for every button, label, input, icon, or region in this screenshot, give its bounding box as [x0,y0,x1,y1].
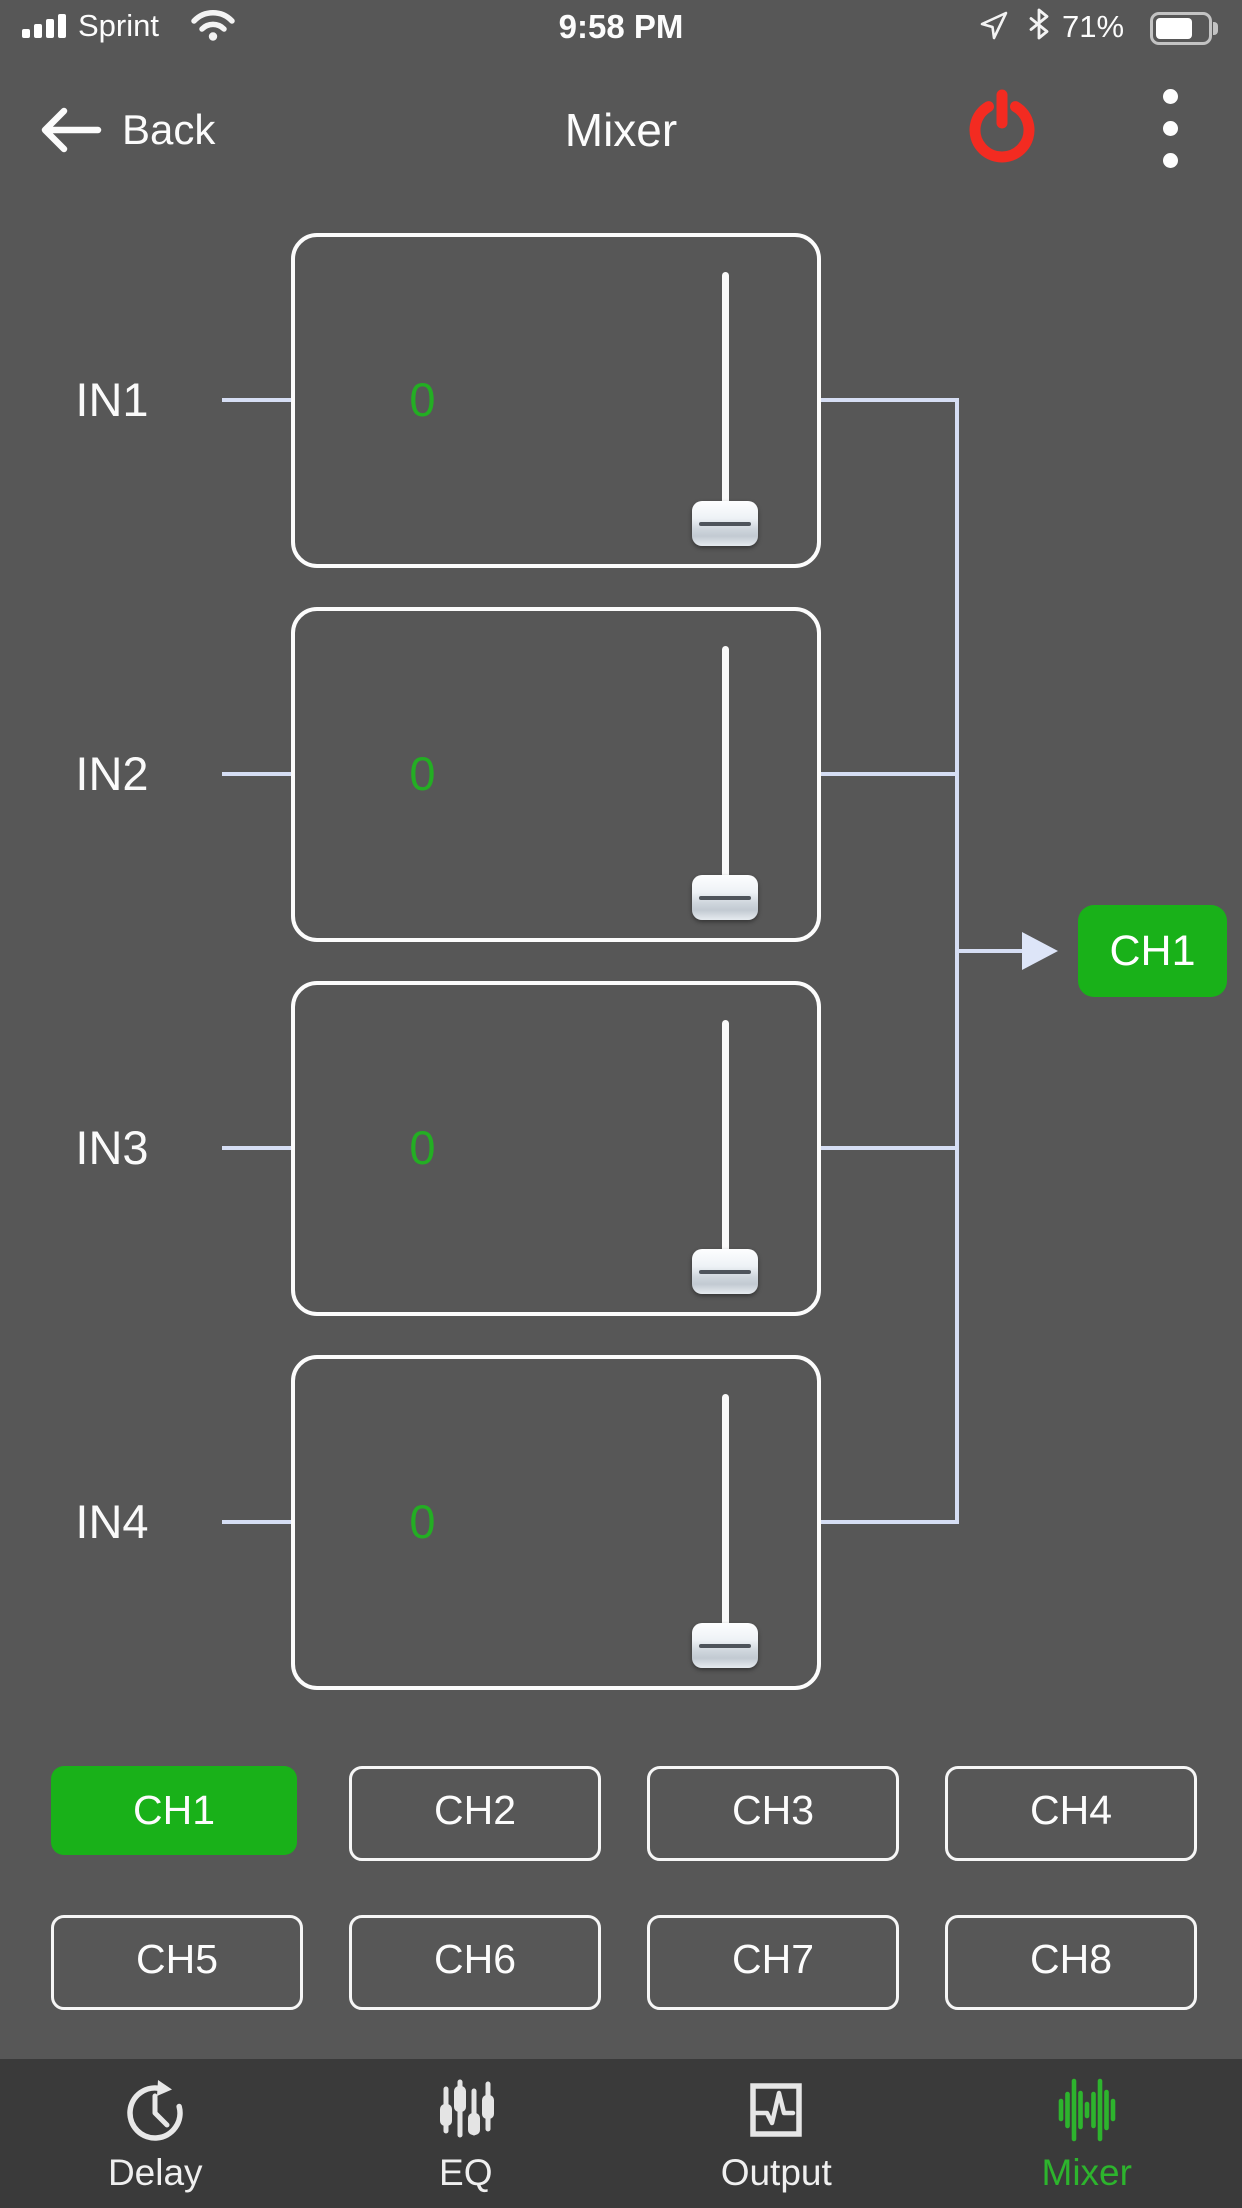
gain-value: 0 [409,1495,436,1548]
clock-delay-icon [127,2080,183,2141]
tab-label: EQ [439,2152,493,2193]
tab-label: Delay [107,2152,203,2193]
eq-sliders-icon [439,2079,494,2138]
input-gain-box [291,233,821,568]
gain-slider-thumb[interactable] [692,1623,758,1668]
output-wire [821,1146,958,1150]
gain-slider-thumb[interactable] [692,501,758,546]
input-row-in2: IN2 0 [0,607,1242,942]
battery-percent-label: 71% [1062,9,1125,44]
output-waveform-icon [750,2083,802,2137]
channel-button-ch8[interactable]: CH8 [945,1915,1197,2010]
gain-slider-track[interactable] [722,646,729,920]
input-label: IN2 [75,747,149,800]
input-label: IN1 [75,373,149,426]
channel-button-ch3[interactable]: CH3 [647,1766,899,1861]
battery-fill [1156,18,1192,39]
tab-eq[interactable]: EQ [311,2059,622,2208]
input-gain-box [291,1355,821,1690]
kebab-dot [1163,121,1178,136]
clock-time: 9:58 PM [558,8,684,45]
tab-label: Mixer [1041,2152,1132,2193]
bottom-tab-bar: Delay EQ Output Mixer [0,2059,1242,2208]
gain-slider-thumb[interactable] [692,1249,758,1294]
input-wire [222,1146,291,1150]
tab-output[interactable]: Output [621,2059,932,2208]
battery-nub [1213,22,1218,35]
tab-delay[interactable]: Delay [0,2059,311,2208]
power-button[interactable] [962,86,1042,166]
input-gain-box [291,607,821,942]
channel-button-ch1[interactable]: CH1 [51,1766,297,1855]
mixer-waveform-icon [1058,2078,1116,2142]
tab-label: Output [720,2152,832,2193]
input-wire [222,398,291,402]
wifi-icon [191,10,235,41]
output-wire [821,1520,958,1524]
carrier-label: Sprint [78,8,159,43]
input-label: IN3 [75,1121,149,1174]
gain-value: 0 [409,747,436,800]
output-arrow-icon [1022,932,1058,970]
output-arrow-line [958,949,1024,953]
tab-mixer[interactable]: Mixer [932,2059,1242,2208]
back-arrow-icon [41,107,102,153]
input-row-in3: IN3 0 [0,981,1242,1316]
gain-value: 0 [409,373,436,426]
back-label: Back [122,106,216,153]
channel-button-ch2[interactable]: CH2 [349,1766,601,1861]
page-title: Mixer [564,104,678,156]
output-wire [821,772,958,776]
power-icon [969,89,1035,163]
gain-slider-thumb[interactable] [692,875,758,920]
location-arrow-icon [980,11,1008,40]
input-row-in4: IN4 0 [0,1355,1242,1690]
gain-value: 0 [409,1121,436,1174]
output-wire [821,398,958,402]
output-channel-button[interactable]: CH1 [1078,905,1227,997]
kebab-menu-button[interactable] [1148,80,1196,176]
gain-slider-track[interactable] [722,1020,729,1294]
channel-button-ch6[interactable]: CH6 [349,1915,601,2010]
kebab-dot [1163,153,1178,168]
bus-wire [955,398,959,1524]
input-gain-box [291,981,821,1316]
kebab-dot [1163,89,1178,104]
gain-slider-track[interactable] [722,272,729,546]
channel-button-ch7[interactable]: CH7 [647,1915,899,2010]
bluetooth-icon [1029,8,1049,40]
gain-slider-track[interactable] [722,1394,729,1668]
channel-button-ch5[interactable]: CH5 [51,1915,303,2010]
input-label: IN4 [75,1495,149,1548]
cell-signal-icon [22,14,66,38]
input-row-in1: IN1 0 [0,233,1242,568]
channel-button-ch4[interactable]: CH4 [945,1766,1197,1861]
input-wire [222,1520,291,1524]
input-wire [222,772,291,776]
battery-icon [1150,12,1218,45]
status-bar: Sprint 9:58 PM 71% [0,0,1242,56]
back-button[interactable]: Back [36,102,215,158]
